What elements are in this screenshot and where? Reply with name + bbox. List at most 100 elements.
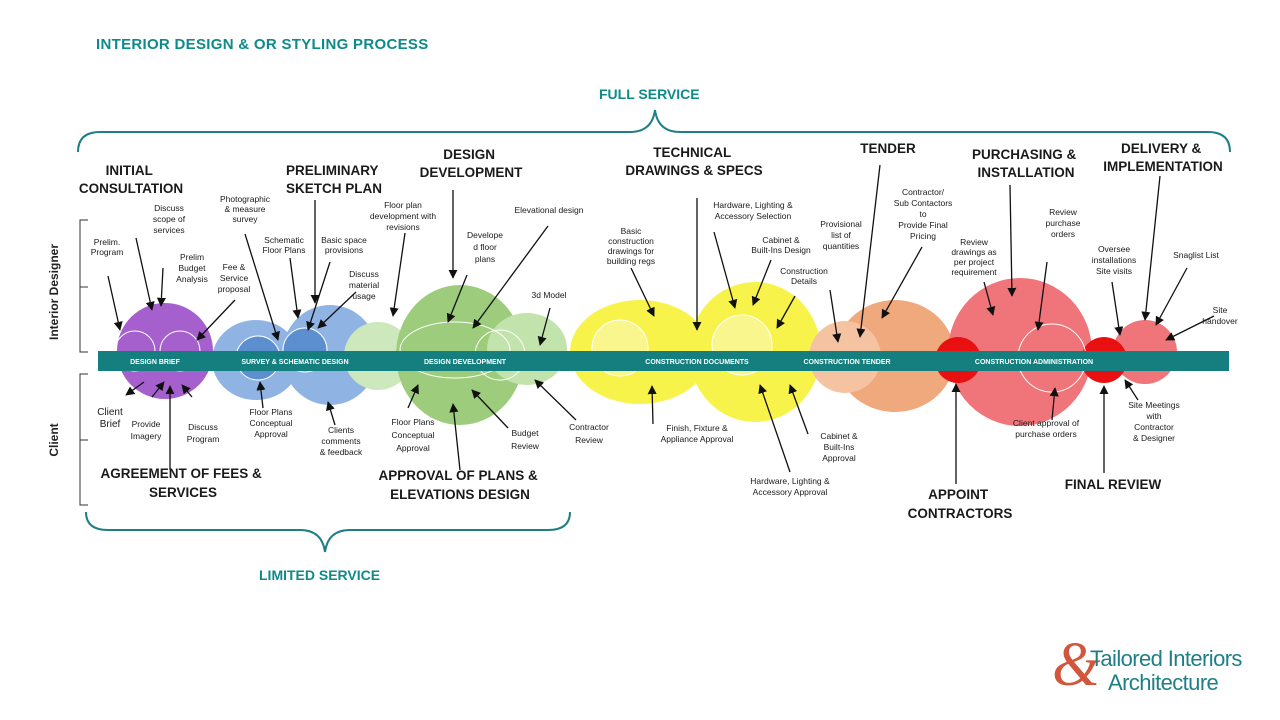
logo-ampersand: & [1052, 631, 1101, 699]
stage-design-development: DESIGN DEVELOPMENT [424, 359, 507, 366]
note-line: Accessory Selection [715, 211, 792, 221]
note-line: usage [352, 291, 375, 301]
heading-technical-drawings: TECHNICAL DRAWINGS & SPECS [625, 145, 762, 178]
logo-line-2: Architecture [1108, 670, 1219, 695]
role-axis [79, 219, 88, 506]
note-line: Snaglist List [1173, 250, 1219, 260]
note-line: Schematic [264, 235, 304, 245]
heading-tender: TENDER [860, 141, 916, 156]
note-line: Cabinet & [762, 235, 800, 245]
note-line: with [1145, 411, 1161, 421]
full-service-label: FULL SERVICE [599, 86, 700, 102]
note-line: Sub Contactors [894, 198, 953, 208]
note-line: scope of [153, 214, 186, 224]
note-snaglist: Snaglist List [1173, 250, 1219, 260]
logo-line-1: Tailored Interiors [1090, 646, 1242, 671]
heading-initial-consultation: INITIAL CONSULTATION [79, 163, 183, 196]
heading-approval-plans: APPROVAL OF PLANS & ELEVATIONS DESIGN [378, 468, 541, 502]
note-line: Hardware, Lighting & [713, 200, 793, 210]
note-hardware-approval: Hardware, Lighting &Accessory Approval [750, 476, 830, 497]
heading-delivery-implementation: DELIVERY & IMPLEMENTATION [1103, 141, 1223, 174]
note-line: Hardware, Lighting & [750, 476, 830, 486]
note-line: Accessory Approval [753, 487, 828, 497]
note-line: Develope [467, 230, 503, 240]
limited-service-label: LIMITED SERVICE [259, 567, 381, 583]
note-line: Basic [621, 226, 643, 236]
note-line: purchase orders [1015, 429, 1076, 439]
note-line: Conceptual [249, 418, 292, 428]
note-line: & measure [224, 204, 265, 214]
note-line: quantities [823, 241, 859, 251]
role-client: Client [47, 423, 61, 456]
heading-preliminary-sketch: PRELIMINARY SKETCH PLAN [286, 163, 382, 196]
note-line: Discuss [154, 203, 184, 213]
note-line: material [349, 280, 379, 290]
stage-construction-administration: CONSTRUCTION ADMINISTRATION [975, 359, 1093, 366]
stage-construction-tender: CONSTRUCTION TENDER [803, 359, 890, 366]
note-line: Review [511, 441, 540, 451]
note-line: Approval [396, 443, 430, 453]
note-line: Discuss [188, 422, 218, 432]
note-cabinet-design: Cabinet &Built-Ins Design [751, 235, 811, 255]
note-line: Built-Ins [824, 442, 855, 452]
stage-survey-schematic: SURVEY & SCHEMATIC DESIGN [241, 359, 348, 366]
note-line: Appliance Approval [661, 434, 734, 444]
note-line: Provide Final [898, 220, 948, 230]
note-line: requirement [951, 267, 997, 277]
note-line: & feedback [320, 447, 363, 457]
note-line: 3d Model [532, 290, 567, 300]
note-finish-fixture: Finish, Fixture &Appliance Approval [661, 423, 734, 444]
note-line: Clients [328, 425, 354, 435]
note-line: construction [608, 236, 654, 246]
note-line: Approval [822, 453, 856, 463]
note-line: Contractor [1134, 422, 1174, 432]
note-line: Construction [780, 266, 828, 276]
note-line: list of [831, 230, 851, 240]
note-line: Client approval of [1013, 418, 1080, 428]
note-line: Site visits [1096, 266, 1132, 276]
note-line: Site Meetings [1128, 400, 1180, 410]
note-line: Fee & [223, 262, 246, 272]
limited-service-brace [85, 511, 571, 553]
page-title: INTERIOR DESIGN & OR STYLING PROCESS [96, 36, 429, 53]
note-line: Brief [100, 419, 121, 430]
note-line: Budget [512, 428, 540, 438]
note-line: Review [575, 435, 604, 445]
note-line: Details [791, 276, 817, 286]
note-line: Imagery [131, 431, 162, 441]
note-line: per project [954, 257, 995, 267]
note-line: installations [1092, 255, 1136, 265]
note-line: Client [97, 407, 123, 418]
heading-design-development: DESIGN DEVELOPMENT [420, 147, 524, 180]
note-prelim-program: Prelim.Program [91, 237, 124, 257]
note-line: Review [1049, 207, 1078, 217]
stage-design-brief: DESIGN BRIEF [130, 359, 181, 366]
note-line: plans [475, 254, 495, 264]
note-line: Floor Plans [263, 245, 306, 255]
note-line: Budget [179, 263, 207, 273]
note-line: Program [187, 434, 220, 444]
note-line: Floor plan [384, 200, 422, 210]
note-line: Discuss [349, 269, 379, 279]
heading-final-review: FINAL REVIEW [1065, 477, 1162, 492]
note-line: Contractor [569, 422, 609, 432]
note-line: Oversee [1098, 244, 1130, 254]
note-elevational: Elevational design [515, 205, 584, 215]
timeline-bar [98, 351, 1229, 371]
note-line: Prelim [180, 252, 204, 262]
note-line: Program [91, 247, 124, 257]
